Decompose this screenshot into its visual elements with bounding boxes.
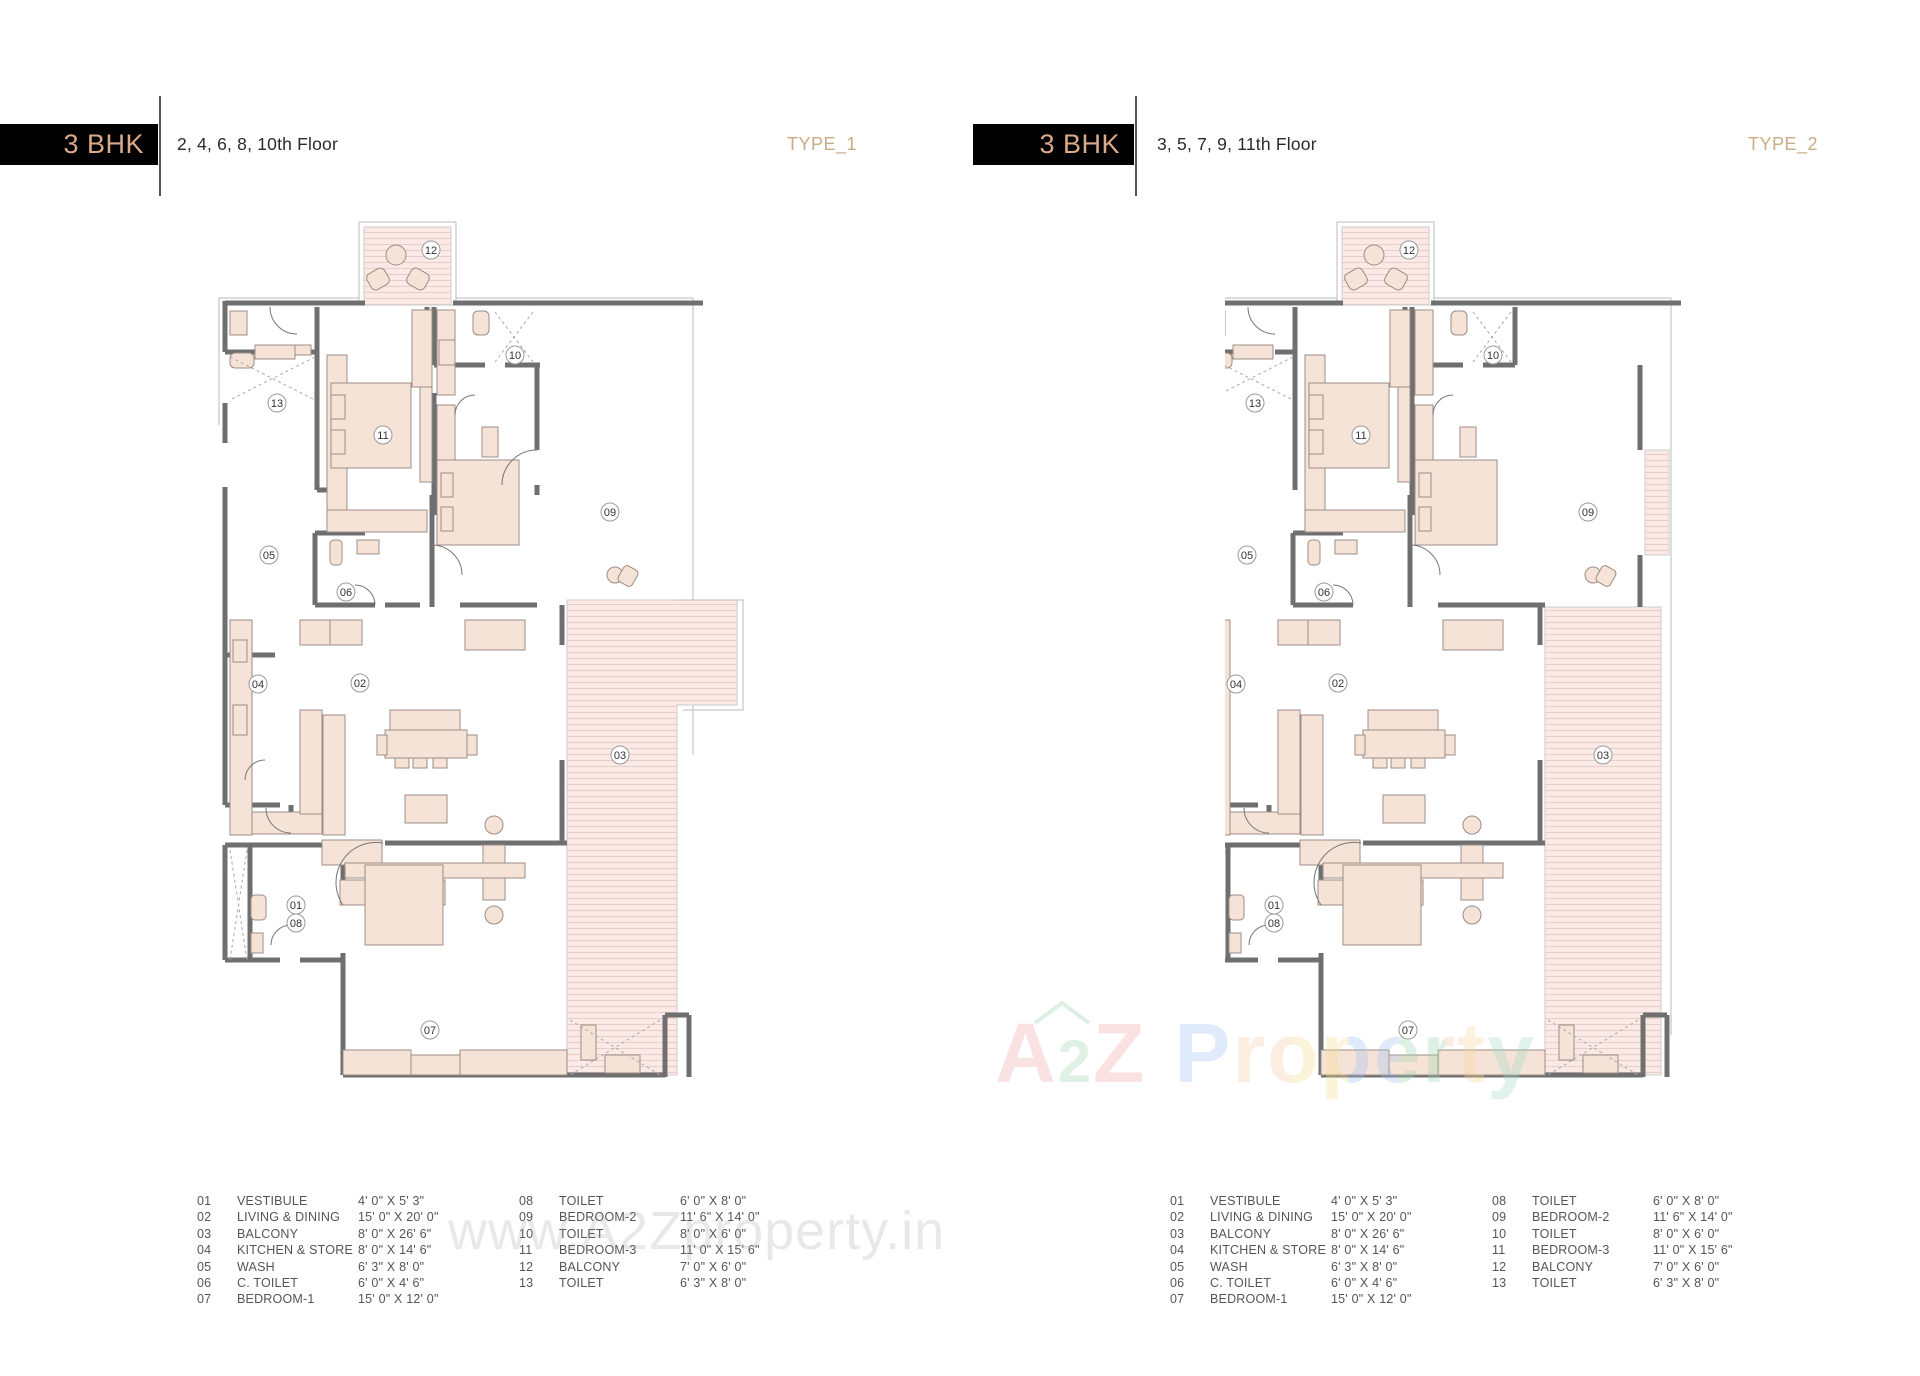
- room-tag-12: 12: [421, 240, 441, 260]
- svg-text:13: 13: [1249, 398, 1261, 410]
- svg-text:07: 07: [424, 1025, 436, 1037]
- svg-text:11: 11: [1355, 430, 1366, 442]
- svg-text:13: 13: [271, 398, 283, 410]
- unit-label-box: 3 BHK: [0, 124, 158, 165]
- floors-label: 3, 5, 7, 9, 11th Floor: [1157, 134, 1317, 154]
- type-label: TYPE_2: [1748, 134, 1819, 154]
- svg-text:05: 05: [1241, 550, 1253, 562]
- floors-label: 2, 4, 6, 8, 10th Floor: [177, 134, 339, 154]
- room-tag-05: 05: [259, 545, 279, 565]
- svg-text:09: 09: [1582, 507, 1594, 519]
- svg-text:10: 10: [509, 350, 521, 362]
- room-tag-04: 04: [1226, 674, 1246, 694]
- room-tag-06: 06: [336, 582, 356, 602]
- room-tag-12: 12: [1399, 240, 1419, 260]
- header-divider: [159, 96, 161, 196]
- room-tag-06: 06: [1314, 582, 1334, 602]
- floor-plan-drawing: 01 02 03 04 05 06 07 08 09 10 11 12 13: [1225, 221, 1681, 1078]
- room-tag-03: 03: [1593, 745, 1613, 765]
- brand-logo-watermark: A2Z Property: [995, 1001, 1536, 1102]
- house-roof-icon: [1033, 1001, 1091, 1025]
- svg-text:07: 07: [1402, 1025, 1414, 1037]
- unit-label: 3 BHK: [63, 129, 144, 159]
- room-tag-04: 04: [248, 674, 268, 694]
- svg-text:06: 06: [1318, 587, 1330, 599]
- floor-plan-panel-type-1: 3 BHK 2, 4, 6, 8, 10th Floor TYPE_1: [0, 96, 858, 1307]
- svg-text:08: 08: [1268, 918, 1280, 930]
- logo-letter-a: A: [995, 1006, 1058, 1100]
- room-tag-01: 01: [286, 895, 306, 915]
- room-tag-10: 10: [1483, 345, 1503, 365]
- svg-text:03: 03: [614, 750, 626, 762]
- room-tag-09: 09: [1578, 502, 1598, 522]
- svg-text:01: 01: [1268, 900, 1280, 912]
- svg-text:06: 06: [340, 587, 352, 599]
- type-label: TYPE_1: [787, 134, 858, 154]
- svg-text:04: 04: [252, 679, 264, 691]
- svg-text:08: 08: [290, 918, 302, 930]
- floor-plan-panel-type-2: 3 BHK 3, 5, 7, 9, 11th Floor TYPE_2: [973, 0, 1920, 1376]
- room-tag-10: 10: [505, 345, 525, 365]
- logo-digit-2: 2: [1057, 1028, 1094, 1095]
- room-tag-03: 03: [610, 745, 630, 765]
- room-tag-02: 02: [350, 673, 370, 693]
- header-divider: [1135, 96, 1137, 196]
- svg-text:12: 12: [425, 245, 437, 257]
- floor-plan-drawing: 01 02 03 04 05 06 07 08 09 10 11 12 13: [218, 221, 744, 1078]
- svg-text:09: 09: [604, 507, 616, 519]
- svg-text:12: 12: [1403, 245, 1415, 257]
- room-tag-07: 07: [420, 1020, 440, 1040]
- room-tag-08: 08: [1264, 913, 1284, 933]
- svg-text:11: 11: [377, 430, 388, 442]
- room-tag-11: 11: [373, 425, 393, 445]
- unit-label-box: 3 BHK: [973, 124, 1134, 165]
- svg-text:02: 02: [354, 678, 366, 690]
- svg-text:03: 03: [1597, 750, 1609, 762]
- room-tag-01: 01: [1264, 895, 1284, 915]
- room-tag-09: 09: [600, 502, 620, 522]
- room-tag-07: 07: [1398, 1020, 1418, 1040]
- svg-text:01: 01: [290, 900, 302, 912]
- svg-text:04: 04: [1230, 679, 1242, 691]
- room-tag-05: 05: [1237, 545, 1257, 565]
- website-watermark: www.A2Zproperty.in: [448, 1201, 946, 1261]
- room-tag-13: 13: [1245, 393, 1265, 413]
- logo-letter-z: Z: [1093, 1006, 1147, 1100]
- svg-text:02: 02: [1332, 678, 1344, 690]
- room-tag-13: 13: [267, 393, 287, 413]
- svg-text:10: 10: [1487, 350, 1499, 362]
- room-tag-08: 08: [286, 913, 306, 933]
- unit-label: 3 BHK: [1039, 129, 1120, 159]
- room-tag-11: 11: [1351, 425, 1371, 445]
- logo-word-property: Property: [1174, 1006, 1536, 1100]
- svg-text:05: 05: [263, 550, 275, 562]
- room-tag-02: 02: [1328, 673, 1348, 693]
